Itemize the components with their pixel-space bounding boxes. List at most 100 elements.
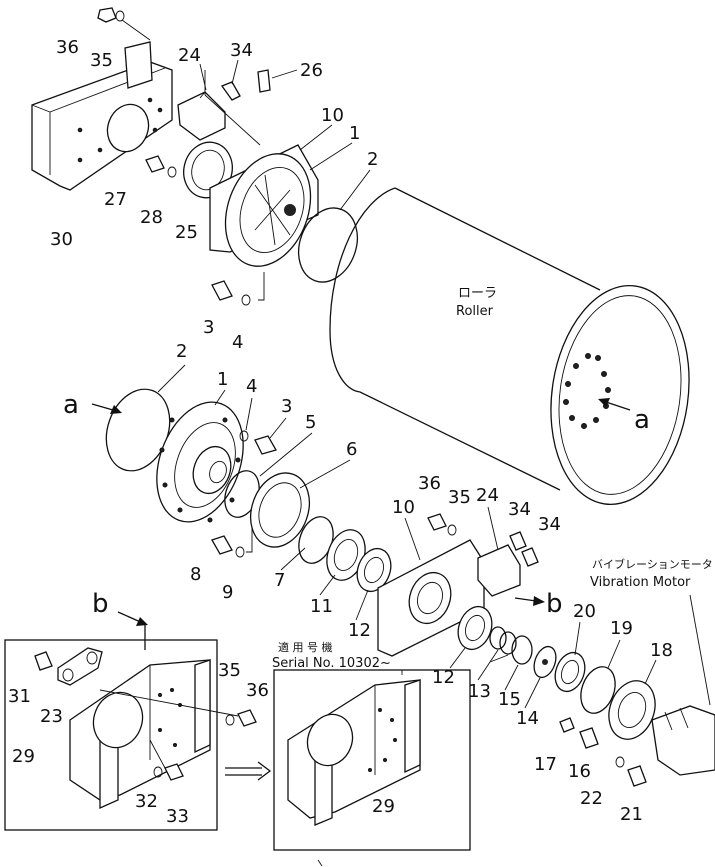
callout-17: 17	[534, 754, 557, 775]
flange-18	[608, 680, 656, 740]
callout-35c: 35	[218, 660, 241, 681]
arrow-a-left	[91, 403, 122, 414]
fitting-26	[257, 69, 271, 93]
hub-1-mid	[156, 401, 244, 523]
callout-11: 11	[310, 596, 333, 617]
ring-15	[511, 635, 533, 665]
callout-36b: 36	[418, 473, 441, 494]
callout-24b: 24	[476, 485, 499, 506]
callout-20: 20	[573, 601, 596, 622]
part-number-labels: 36 35 24 34 26 10 1 2 27 28 25 30 3 4 2 …	[8, 37, 673, 827]
callout-16: 16	[568, 761, 591, 782]
clamp-23	[57, 647, 103, 686]
callout-36: 36	[56, 37, 79, 58]
callout-27: 27	[104, 189, 127, 210]
nut-36-a	[225, 709, 257, 727]
callout-9: 9	[222, 582, 233, 603]
callout-13: 13	[468, 681, 491, 702]
callout-32: 32	[135, 791, 158, 812]
callout-4: 4	[232, 332, 243, 353]
bolts-34-mid	[509, 531, 539, 567]
callout-36c: 36	[246, 680, 269, 701]
label-a-left: a	[63, 390, 79, 420]
callout-7: 7	[274, 570, 285, 591]
vibration-motor	[651, 705, 715, 776]
arrow-b-right	[514, 596, 545, 606]
callout-8: 8	[190, 564, 201, 585]
callout-4b: 4	[246, 376, 257, 397]
callout-31: 31	[8, 686, 31, 707]
callout-19: 19	[610, 618, 633, 639]
callout-1: 1	[349, 123, 360, 144]
arrow-a-right	[598, 398, 631, 411]
callout-10b: 10	[392, 497, 415, 518]
nut-36-mid	[427, 513, 457, 536]
callout-35: 35	[90, 50, 113, 71]
nut-33	[153, 763, 184, 781]
callout-14: 14	[516, 708, 539, 729]
bracket-30	[31, 41, 173, 191]
roller-en-label: Roller	[456, 304, 494, 319]
callout-34c: 34	[538, 514, 561, 535]
box-variant-b	[273, 669, 471, 851]
callout-6: 6	[346, 439, 357, 460]
callout-21: 21	[620, 804, 643, 825]
callout-12: 12	[348, 620, 371, 641]
label-b-left: b	[92, 589, 109, 619]
leader-lines	[157, 59, 657, 709]
callout-35b: 35	[448, 487, 471, 508]
callout-22: 22	[580, 788, 603, 809]
serial-jp-label: 適 用 号 機	[278, 640, 333, 654]
transition-arrow	[225, 761, 272, 781]
bolt-34-top	[220, 81, 241, 101]
nut-36-top	[97, 7, 151, 41]
bracket-29-a	[69, 659, 211, 810]
callout-1b: 1	[217, 369, 228, 390]
callout-3b: 3	[281, 396, 292, 417]
bolt-27	[145, 155, 177, 178]
coupling-14	[533, 645, 557, 679]
callout-2b: 2	[176, 341, 187, 362]
callout-2: 2	[367, 149, 378, 170]
callout-34: 34	[230, 40, 253, 61]
bolt-21	[615, 756, 647, 787]
bearing-12-mid	[356, 547, 392, 593]
bolt-31	[34, 651, 53, 671]
callout-23: 23	[40, 706, 63, 727]
bolt-8	[211, 528, 253, 558]
label-b-right: b	[546, 589, 563, 619]
roller-drum	[329, 187, 690, 505]
label-a-right: a	[634, 405, 650, 435]
callout-12b: 12	[432, 667, 455, 688]
box-variant-a	[4, 639, 218, 831]
callout-30: 30	[50, 229, 73, 250]
stray-mark	[317, 859, 323, 867]
rings-13	[489, 626, 517, 655]
callout-18: 18	[650, 640, 673, 661]
serial-en-label: Serial No. 10302~	[272, 656, 391, 671]
callout-29: 29	[12, 746, 35, 767]
bolt-16	[579, 727, 599, 749]
roller-jp-label: ローラ	[458, 286, 497, 301]
callout-25: 25	[175, 222, 198, 243]
hub-1-top	[224, 153, 312, 267]
seal-20	[554, 651, 586, 693]
bracket-29-b	[287, 679, 421, 826]
vibration-motor-en: Vibration Motor	[590, 575, 691, 590]
callout-5: 5	[305, 412, 316, 433]
arrow-b-left	[117, 611, 148, 650]
callout-33: 33	[166, 806, 189, 827]
callout-28: 28	[140, 207, 163, 228]
bolt-3-mid	[239, 430, 277, 455]
callout-34b: 34	[508, 499, 531, 520]
plate-24-mid	[477, 544, 521, 597]
bolt-3-top	[211, 272, 265, 306]
callout-24: 24	[178, 45, 201, 66]
callout-3: 3	[203, 317, 214, 338]
washer-17	[559, 717, 575, 733]
callout-26: 26	[300, 60, 323, 81]
vibration-motor-jp: バイブレーションモータ	[592, 557, 713, 571]
callout-10: 10	[321, 105, 344, 126]
